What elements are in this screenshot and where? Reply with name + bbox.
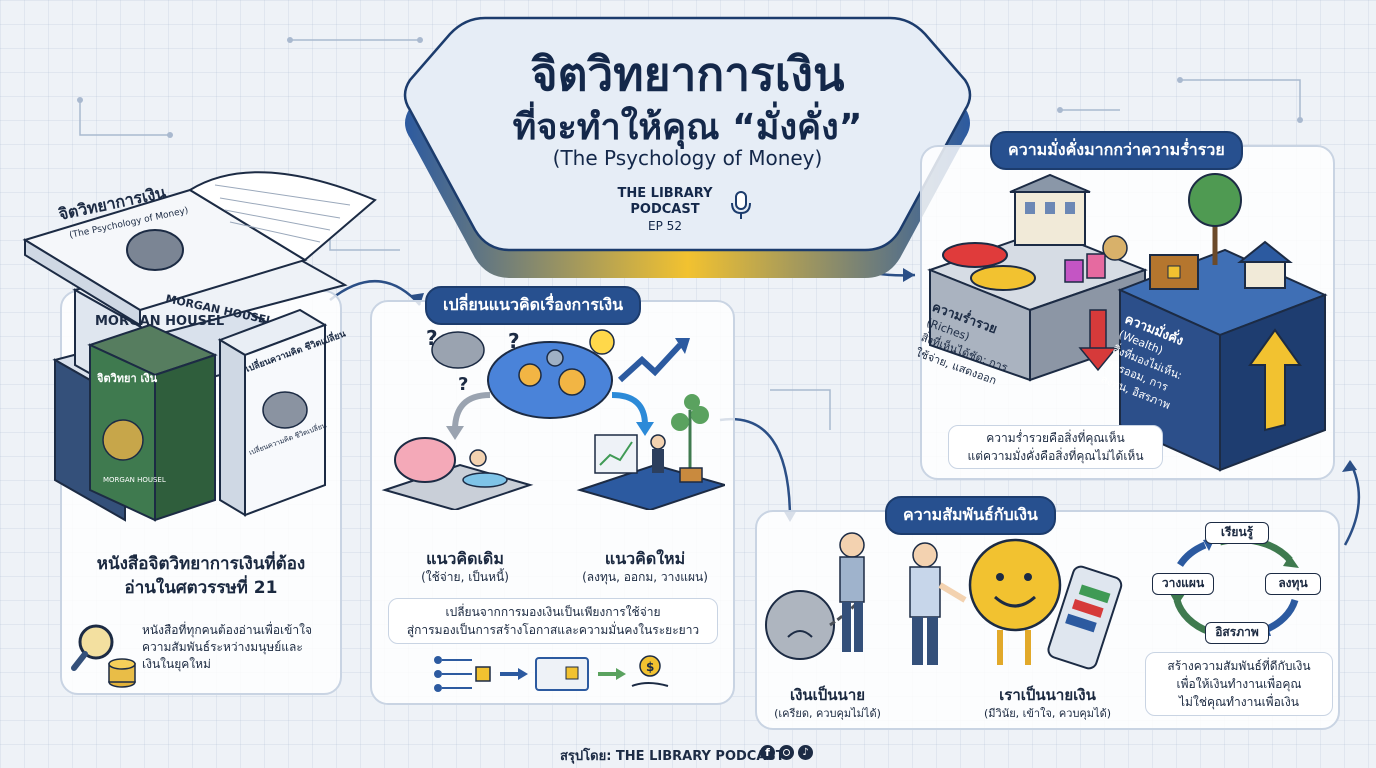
green-book-author: MORGAN HOUSEL bbox=[103, 476, 166, 484]
title-line1: จิตวิทยาการเงิน bbox=[530, 47, 845, 101]
relationship-illustration bbox=[765, 532, 1123, 670]
podcast-line2: PODCAST bbox=[630, 202, 700, 217]
books-heading-line1: หนังสือจิตวิทยาการเงินที่ต้อง bbox=[96, 554, 306, 574]
mindset-summary-line2: สู่การมองเป็นการสร้างโอกาสและความมั่นคงใ… bbox=[406, 623, 700, 637]
svg-text:$: $ bbox=[646, 660, 654, 674]
relationship-summary: สร้างความสัมพันธ์ที่ดีกับเงิน เพื่อให้เง… bbox=[1145, 652, 1333, 716]
wealth-note-line2: แต่ความมั่งคั่งคือสิ่งที่คุณไม่ได้เห็น bbox=[967, 449, 1144, 463]
books-heading: หนังสือจิตวิทยาการเงินที่ต้อง อ่านในศตวร… bbox=[60, 552, 342, 600]
svg-text:?: ? bbox=[508, 329, 520, 353]
money-servant-title: เราเป็นนายเงิน bbox=[999, 686, 1096, 704]
mindset-summary-line1: เปลี่ยนจากการมองเงินเป็นเพียงการใช้จ่าย bbox=[445, 605, 661, 619]
books-desc-line2: ความสัมพันธ์ระหว่างมนุษย์และ bbox=[142, 640, 303, 654]
relationship-pill: ความสัมพันธ์กับเงิน bbox=[885, 496, 1056, 535]
cycle-step-learn: เรียนรู้ bbox=[1205, 522, 1269, 544]
microphone-icon bbox=[731, 191, 751, 219]
title-board-shape bbox=[403, 16, 972, 278]
title-subtitle: (The Psychology of Money) bbox=[552, 146, 823, 170]
mindset-summary: เปลี่ยนจากการมองเงินเป็นเพียงการใช้จ่าย … bbox=[388, 598, 718, 644]
books-desc-line1: หนังสือที่ทุกคนต้องอ่านเพื่อเข้าใจ bbox=[142, 623, 312, 637]
wealth-note-line1: ความร่ำรวยคือสิ่งที่คุณเห็น bbox=[986, 431, 1125, 445]
relationship-summary-line2: เพื่อให้เงินทำงานเพื่อคุณ bbox=[1176, 677, 1302, 691]
facebook-icon[interactable]: f bbox=[760, 745, 775, 760]
svg-text:?: ? bbox=[426, 326, 438, 350]
social-icons: f ♪ bbox=[760, 745, 813, 760]
svg-text:?: ? bbox=[458, 374, 468, 395]
instagram-icon[interactable] bbox=[779, 745, 794, 760]
books-description: หนังสือที่ทุกคนต้องอ่านเพื่อเข้าใจ ความส… bbox=[142, 622, 342, 673]
green-book-title: จิตวิทยา เงิน bbox=[96, 372, 157, 385]
money-master-title: เงินเป็นนาย bbox=[789, 686, 866, 704]
stack-author: MORGAN HOUSEL bbox=[95, 314, 224, 329]
magnifier-coins-icon bbox=[71, 624, 136, 688]
title-line2: ที่จะทำให้คุณ “มั่งคั่ง” bbox=[512, 107, 863, 148]
money-master-sub: (เครียด, ควบคุมไม่ได้) bbox=[774, 707, 881, 720]
title-board: จิตวิทยาการเงิน ที่จะทำให้คุณ “มั่งคั่ง”… bbox=[400, 10, 975, 285]
relationship-summary-line1: สร้างความสัมพันธ์ที่ดีกับเงิน bbox=[1167, 659, 1311, 673]
episode-label: EP 52 bbox=[648, 219, 682, 233]
old-mindset-sub: (ใช้จ่าย, เป็นหนี้) bbox=[421, 570, 509, 584]
cycle-step-plan: วางแผน bbox=[1152, 573, 1214, 595]
cycle-step-invest: ลงทุน bbox=[1265, 573, 1321, 595]
money-servant-sub: (มีวินัย, เข้าใจ, ควบคุมได้) bbox=[983, 707, 1112, 720]
new-mindset-sub: (ลงทุน, ออกม, วางแผน) bbox=[582, 570, 708, 584]
footer-credit: สรุปโดย: THE LIBRARY PODCAST bbox=[560, 749, 785, 764]
new-mindset-title: แนวคิดใหม่ bbox=[604, 549, 686, 568]
mindset-illustration: ? ? ? bbox=[381, 326, 725, 510]
wealth-pill: ความมั่งคั่งมากกว่าความร่ำรวย bbox=[990, 131, 1243, 170]
wealth-note: ความร่ำรวยคือสิ่งที่คุณเห็น แต่ความมั่งค… bbox=[948, 425, 1163, 469]
podcast-line1: THE LIBRARY bbox=[617, 186, 713, 201]
podcast-label: THE LIBRARY PODCAST EP 52 bbox=[605, 186, 725, 234]
books-illustration: MORGAN HOUSEL จิตวิทยาการเงิน (The Psych… bbox=[22, 171, 377, 522]
books-heading-line2: อ่านในศตวรรษที่ 21 bbox=[124, 578, 278, 598]
old-mindset-title: แนวคิดเดิม bbox=[426, 549, 504, 568]
relationship-summary-line3: ไม่ใช่คุณทำงานเพื่อเงิน bbox=[1179, 695, 1299, 709]
mindset-pill: เปลี่ยนแนวคิดเรื่องการเงิน bbox=[425, 286, 642, 325]
tiktok-icon[interactable]: ♪ bbox=[798, 745, 813, 760]
books-desc-line3: เงินในยุคใหม่ bbox=[142, 657, 211, 671]
process-flow-icons: $ bbox=[434, 655, 669, 692]
cycle-step-freedom: อิสรภาพ bbox=[1205, 622, 1269, 644]
